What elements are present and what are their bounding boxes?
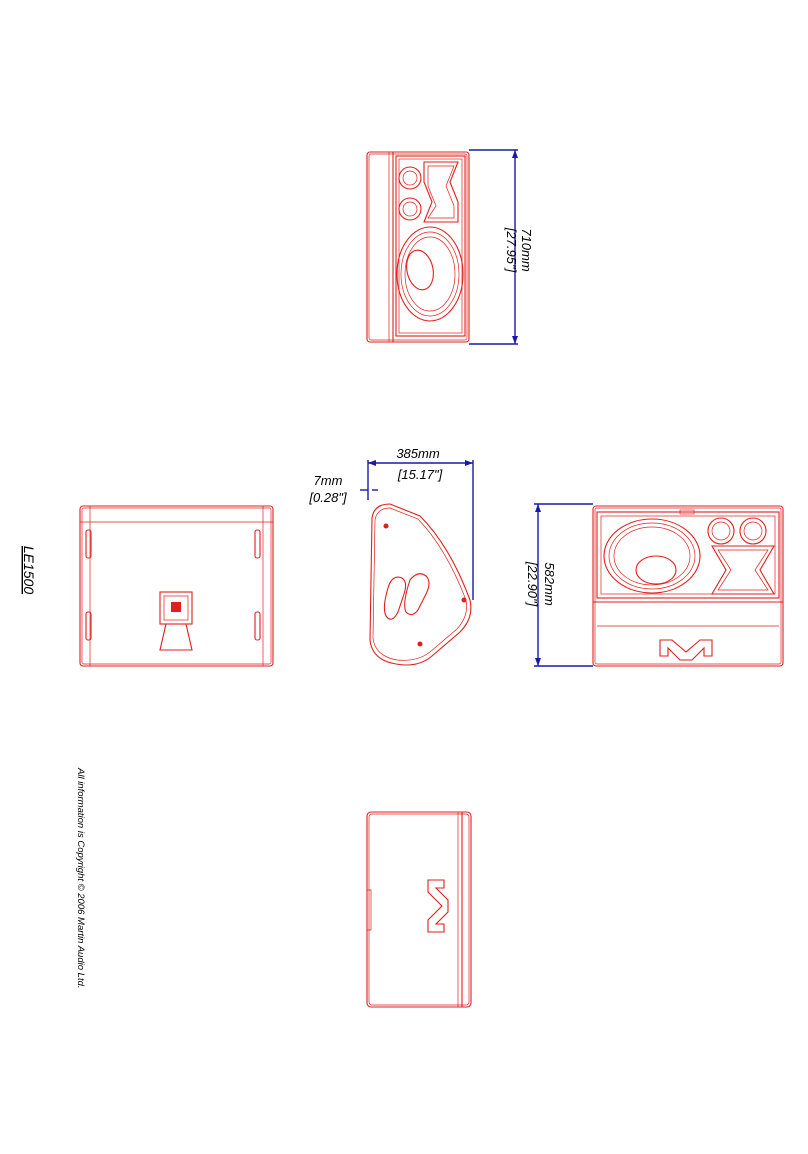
- depth-mm-label: 385mm: [396, 446, 440, 461]
- top-view: [366, 811, 472, 1008]
- copyright-notice: All information is Copyright © 2006 Mart…: [75, 767, 86, 989]
- width-mm-label: 582mm: [542, 562, 557, 606]
- front-view: 582mm [22.90"]: [525, 503, 784, 667]
- width-in-label: [22.90"]: [525, 561, 540, 607]
- height-in-label: [27.95"]: [504, 227, 519, 273]
- front-view-top: 710mm [27.95"]: [366, 149, 534, 345]
- side-view: 385mm [15.17"] 7mm [0.28"]: [308, 446, 474, 666]
- depth-in-label: [15.17"]: [397, 467, 443, 482]
- offset-mm-label: 7mm: [314, 473, 343, 488]
- model-label: LE1500: [21, 546, 37, 594]
- rear-view: [79, 505, 274, 667]
- height-mm-label: 710mm: [519, 228, 534, 272]
- offset-in-label: [0.28"]: [308, 490, 347, 505]
